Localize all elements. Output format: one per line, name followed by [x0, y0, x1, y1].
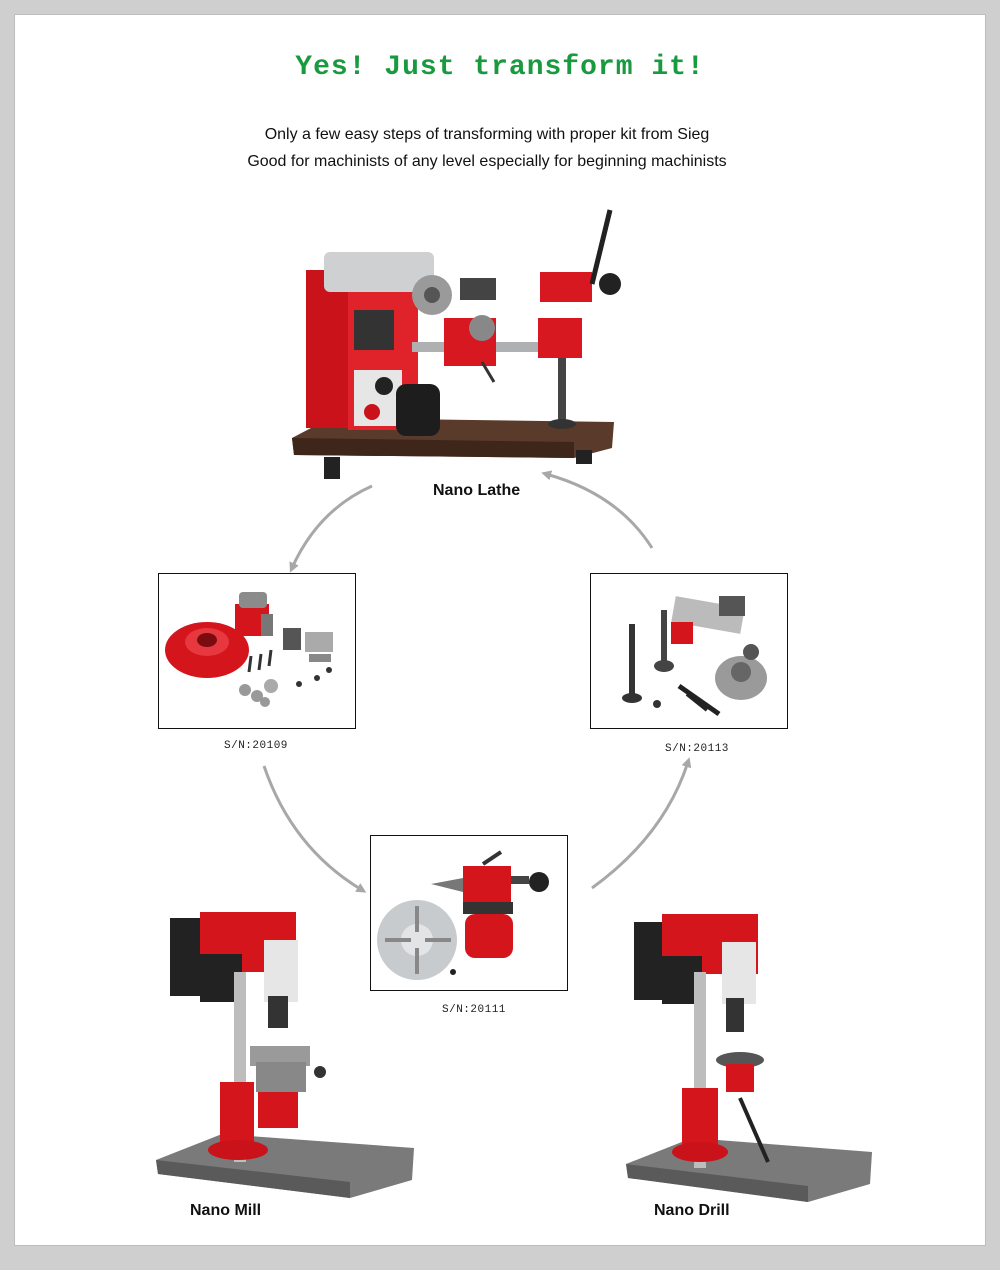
- kit-20113-serial: S/N:20113: [665, 743, 729, 755]
- arrow-lathe-to-left-kit: [289, 484, 373, 573]
- arrow-left-kit-to-center-kit: [262, 765, 367, 893]
- kit-20111-serial: S/N:20111: [442, 1004, 506, 1016]
- kit-20113-image: [622, 596, 767, 717]
- page-title: Yes! Just transform it!: [295, 52, 705, 83]
- nano-mill-image: [156, 912, 414, 1198]
- kit-20111-image: [377, 850, 549, 980]
- intro-line-1: Only a few easy steps of transforming wi…: [264, 126, 710, 143]
- arrow-center-kit-to-right-kit: [591, 757, 692, 890]
- kit-box-left: [158, 573, 356, 729]
- arrow-right-kit-to-lathe: [541, 470, 654, 549]
- kit-box-center: [370, 835, 568, 991]
- nano-drill-image: [626, 914, 872, 1202]
- nano-mill-label: Nano Mill: [190, 1202, 262, 1219]
- kit-20109-image: [165, 592, 333, 707]
- nano-drill-label: Nano Drill: [654, 1202, 730, 1219]
- nano-lathe-image: [292, 209, 621, 479]
- intro-line-2: Good for machinists of any level especia…: [247, 153, 727, 170]
- nano-lathe-label: Nano Lathe: [433, 482, 521, 499]
- kit-box-right: [590, 573, 788, 729]
- kit-20109-serial: S/N:20109: [224, 740, 288, 752]
